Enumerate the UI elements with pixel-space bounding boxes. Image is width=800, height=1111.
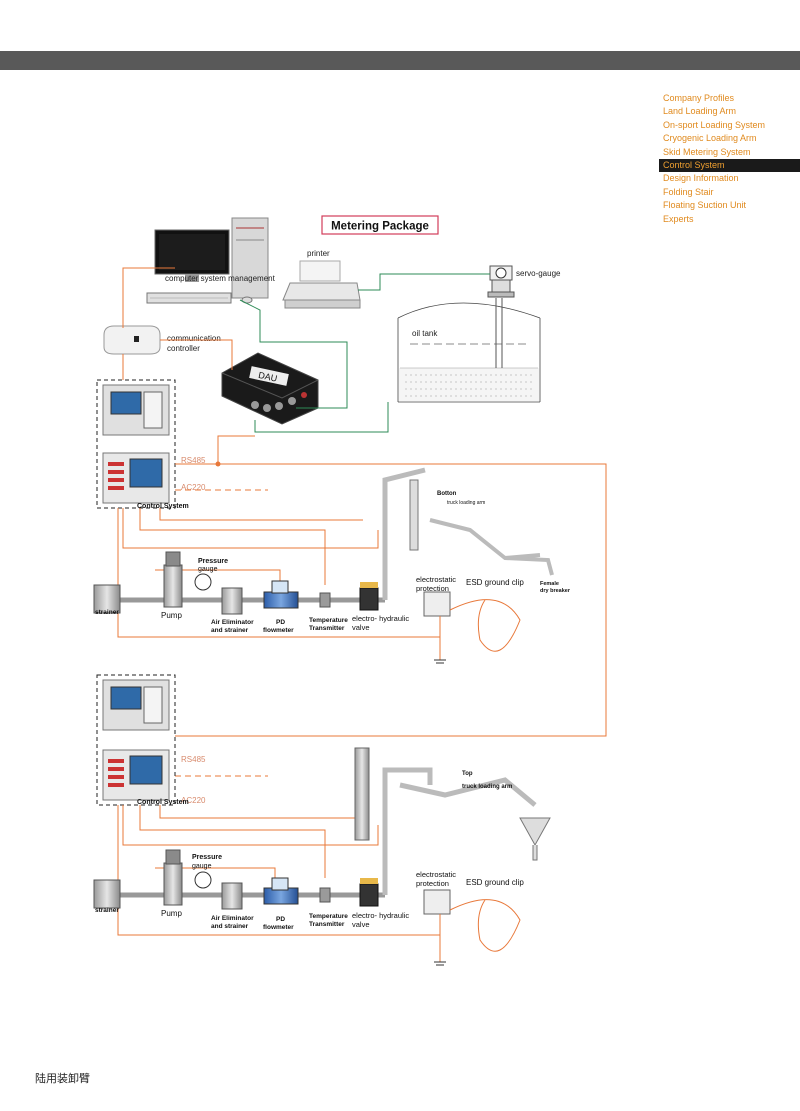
ac220-label-1: AC220 bbox=[181, 483, 206, 492]
electrostatic-protection-2 bbox=[423, 889, 521, 966]
pd-flowmeter-label-1b: flowmeter bbox=[263, 627, 294, 634]
temp-transmitter-label-1b: Transmitter bbox=[309, 625, 345, 632]
nav-item-experts[interactable]: Experts bbox=[663, 213, 694, 224]
pressure-gauge-label-2a: Pressure bbox=[192, 854, 222, 861]
electrostatic-label-1a: electrostatic bbox=[416, 575, 456, 584]
pd-flowmeter-label-2b: flowmeter bbox=[263, 924, 294, 931]
pump-label-1: Pump bbox=[161, 611, 182, 620]
temp-transmitter-label-2a: Temperature bbox=[309, 913, 348, 920]
servo-gauge-icon bbox=[487, 265, 515, 298]
control-cabinet-1 bbox=[96, 379, 176, 509]
footer-text: 陆用装卸臂 bbox=[35, 1072, 90, 1085]
valve-label-1a: electro- hydraulic bbox=[352, 614, 409, 623]
oil-tank-icon bbox=[397, 298, 541, 403]
temp-transmitter-label-2b: Transmitter bbox=[309, 921, 345, 928]
pd-flowmeter-label-2a: PD bbox=[276, 916, 285, 923]
nav-item-cryogenic-loading-arm[interactable]: Cryogenic Loading Arm bbox=[663, 133, 757, 144]
comm-controller-label-1: communication bbox=[167, 334, 221, 343]
nav-item-on-sport-loading-system[interactable]: On-sport Loading System bbox=[663, 119, 766, 130]
nav-item-land-loading-arm[interactable]: Land Loading Arm bbox=[663, 106, 737, 117]
top-arm-label-b: truck loading arm bbox=[462, 784, 512, 790]
electrostatic-label-2b: protection bbox=[416, 879, 449, 888]
pipeline-1 bbox=[93, 551, 385, 615]
esd-clip-label-1: ESD ground clip bbox=[466, 578, 524, 587]
air-eliminator-label-2a: Air Eliminator bbox=[211, 915, 254, 922]
computer-icon bbox=[146, 217, 269, 304]
strainer-label-2: strainer bbox=[95, 907, 119, 914]
pressure-gauge-label-2b: gauge bbox=[192, 863, 212, 870]
pressure-gauge-label-1b: gauge bbox=[198, 566, 218, 573]
esd-clip-label-2: ESD ground clip bbox=[466, 878, 524, 887]
electrostatic-protection-1 bbox=[423, 591, 521, 664]
strainer-label-1: strainer bbox=[95, 609, 119, 616]
header-bar bbox=[0, 51, 800, 70]
dau-label: DAU bbox=[257, 370, 278, 384]
diagram-title-box: Metering Package bbox=[321, 215, 439, 235]
bottom-arm-label-b: truck loading arm bbox=[447, 500, 485, 506]
pump-label-2: Pump bbox=[161, 909, 182, 918]
air-eliminator-label-1b: and strainer bbox=[211, 627, 249, 634]
temp-transmitter-label-1a: Temperature bbox=[309, 617, 348, 624]
top-loading-arm-icon bbox=[354, 747, 551, 895]
comm-controller-label-2: controller bbox=[167, 344, 200, 353]
valve-label-2b: valve bbox=[352, 920, 370, 929]
printer-label: printer bbox=[307, 249, 330, 258]
nav-item-floating-suction-unit[interactable]: Floating Suction Unit bbox=[663, 200, 747, 211]
female-dry-breaker-label-a: Female bbox=[540, 581, 559, 587]
top-arm-label-a: Top bbox=[462, 771, 473, 777]
pressure-gauge-label-1a: Pressure bbox=[198, 558, 228, 565]
communication-controller-icon bbox=[103, 325, 161, 355]
computer-label: computer system management bbox=[165, 274, 276, 283]
dau-device-icon bbox=[221, 352, 319, 425]
air-eliminator-label-2b: and strainer bbox=[211, 923, 249, 930]
nav-item-folding-stair[interactable]: Folding Stair bbox=[663, 186, 714, 197]
rs485-label-1: RS485 bbox=[181, 456, 206, 465]
electrostatic-label-2a: electrostatic bbox=[416, 870, 456, 879]
bottom-loading-arm-icon bbox=[382, 467, 554, 600]
valve-label-1b: valve bbox=[352, 623, 370, 632]
electrostatic-label-1b: protection bbox=[416, 584, 449, 593]
bottom-arm-label-a: Botton bbox=[437, 491, 457, 497]
ac220-label-2: AC220 bbox=[181, 796, 206, 805]
control-cabinet-2 bbox=[96, 674, 176, 806]
pd-flowmeter-label-1a: PD bbox=[276, 619, 285, 626]
oil-tank-label: oil tank bbox=[412, 329, 438, 338]
nav-item-skid-metering-system[interactable]: Skid Metering System bbox=[663, 146, 751, 157]
nav-item-company-profiles[interactable]: Company Profiles bbox=[663, 93, 735, 103]
pipeline-2 bbox=[93, 849, 385, 910]
rs485-label-2: RS485 bbox=[181, 755, 206, 764]
valve-label-2a: electro- hydraulic bbox=[352, 911, 409, 920]
air-eliminator-label-1a: Air Eliminator bbox=[211, 619, 254, 626]
printer-icon bbox=[282, 260, 361, 309]
diagram-title: Metering Package bbox=[331, 221, 429, 233]
control-system-label-2: Control System bbox=[137, 799, 189, 806]
servo-gauge-label: servo-gauge bbox=[516, 269, 561, 278]
female-dry-breaker-label-b: dry breaker bbox=[540, 588, 571, 594]
control-system-label-1: Control System bbox=[137, 503, 189, 510]
nav-item-design-information[interactable]: Design Information bbox=[663, 173, 739, 184]
nav-item-control-system[interactable]: Control System bbox=[659, 158, 800, 173]
